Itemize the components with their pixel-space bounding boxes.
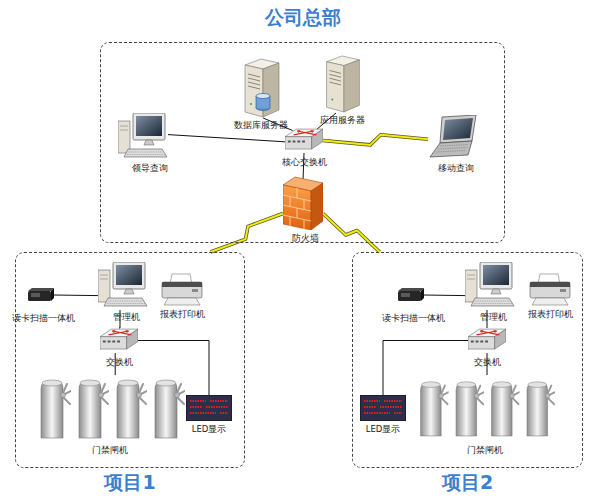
device-label: 核心交换机	[282, 157, 327, 167]
group-heading: 项目1	[104, 471, 155, 493]
device-label: 门禁闸机	[467, 445, 503, 455]
device-node: 门禁闸机	[415, 375, 555, 440]
fw-icon	[283, 175, 323, 230]
device-label: 管理机	[480, 312, 507, 322]
device-label: LED显示	[192, 424, 227, 434]
device-node: 防火墙	[283, 175, 323, 230]
network-cable	[168, 135, 285, 142]
device-node: 读卡扫描一体机	[28, 288, 54, 302]
device-node: 读卡扫描一体机	[398, 288, 424, 302]
device-node: LED显示	[360, 395, 406, 421]
device-label: 应用服务器	[320, 115, 365, 125]
gate-icon	[35, 375, 185, 440]
wireless-link	[323, 214, 380, 253]
device-label: 移动查询	[438, 163, 474, 173]
group-heading: 公司总部	[265, 6, 341, 28]
sw-icon	[285, 128, 323, 153]
led-icon	[360, 395, 406, 421]
group-heading: 项目2	[442, 471, 493, 493]
lap-icon	[428, 115, 478, 159]
device-node: 领导查询	[118, 113, 168, 161]
device-node: 移动查询	[428, 115, 478, 159]
group-box: 公司总部数据库服务器应用服务器领导查询核心交换机移动查询防火墙	[100, 42, 505, 243]
group-box: 项目1读卡扫描一体机管理机报表打印机交换机门禁闸机LED显示	[15, 252, 245, 468]
device-label: 管理机	[113, 312, 140, 322]
device-node: 报表打印机	[160, 272, 204, 306]
device-label: 数据库服务器	[234, 120, 288, 130]
device-label: 交换机	[474, 357, 501, 367]
rdr-icon	[28, 288, 54, 302]
device-label: 领导查询	[132, 163, 168, 173]
device-node: 数据库服务器	[240, 58, 282, 118]
device-label: 交换机	[106, 357, 133, 367]
srv-icon	[322, 55, 362, 113]
prn-icon	[528, 272, 572, 306]
pc-icon	[118, 113, 168, 161]
network-cable	[424, 295, 465, 297]
device-label: 防火墙	[292, 233, 319, 243]
device-node: LED显示	[186, 395, 232, 421]
device-node: 交换机	[468, 328, 506, 353]
device-node: 应用服务器	[322, 55, 362, 113]
rdr-icon	[398, 288, 424, 302]
prn-icon	[160, 272, 204, 306]
device-node: 交换机	[100, 328, 138, 353]
device-node: 门禁闸机	[35, 375, 185, 440]
device-label: LED显示	[366, 424, 401, 434]
sw-icon	[100, 328, 138, 353]
device-node: 管理机	[465, 262, 515, 310]
device-label: 报表打印机	[528, 309, 573, 319]
device-label: 报表打印机	[160, 309, 205, 319]
device-node: 报表打印机	[528, 272, 572, 306]
sw-icon	[468, 328, 506, 353]
device-label: 读卡扫描一体机	[382, 313, 445, 323]
network-cable	[54, 295, 98, 297]
pc-icon	[98, 262, 148, 310]
device-label: 读卡扫描一体机	[12, 313, 75, 323]
wireless-link	[323, 135, 428, 145]
pc-icon	[465, 262, 515, 310]
gate-icon	[415, 375, 555, 440]
device-node: 管理机	[98, 262, 148, 310]
srvdb-icon	[240, 58, 282, 118]
device-label: 门禁闸机	[92, 445, 128, 455]
wireless-link	[211, 214, 284, 253]
group-box: 项目2读卡扫描一体机管理机报表打印机交换机LED显示门禁闸机	[352, 252, 583, 468]
device-node: 核心交换机	[285, 128, 323, 153]
led-icon	[186, 395, 232, 421]
